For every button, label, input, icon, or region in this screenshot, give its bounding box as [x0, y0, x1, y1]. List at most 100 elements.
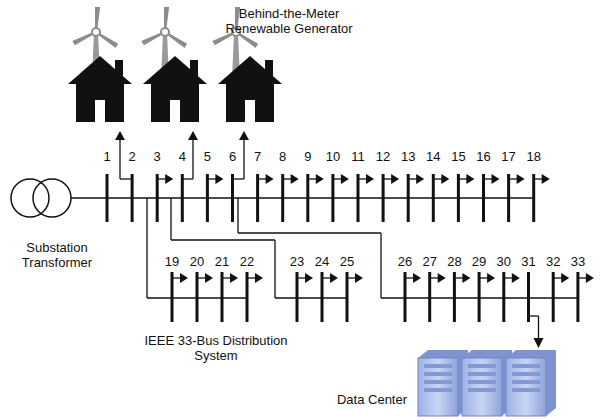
server-slot: [512, 372, 540, 376]
load-arrow: [492, 174, 500, 184]
load-arrow: [561, 273, 569, 283]
feeder-line: [380, 233, 381, 298]
feeder-line: [119, 138, 120, 179]
feeder-line: [454, 277, 463, 278]
export-arrow: [239, 131, 249, 140]
bus-number: 24: [315, 254, 329, 269]
bus-number: 32: [546, 254, 560, 269]
feeder-line: [458, 178, 467, 179]
bus-number: 31: [521, 254, 535, 269]
export-arrow: [115, 131, 125, 140]
bus-number: 14: [426, 149, 440, 164]
bus-number: 19: [165, 254, 179, 269]
feeder-line: [297, 277, 306, 278]
feeder-line: [157, 178, 166, 179]
feeder-line: [333, 178, 342, 179]
server-slot: [468, 364, 496, 368]
load-arrow: [305, 273, 313, 283]
load-arrow: [341, 174, 349, 184]
server-slot: [424, 364, 452, 368]
bus-number: 12: [376, 149, 390, 164]
load-arrow: [316, 174, 324, 184]
bus-number: 22: [240, 254, 254, 269]
feeder-line: [237, 198, 238, 233]
bus-bar: [131, 174, 134, 222]
feeder-line: [383, 178, 392, 179]
bus-number: 7: [254, 149, 261, 164]
load-arrow: [391, 174, 399, 184]
server-front: [506, 358, 546, 416]
data-center-servers: [418, 350, 556, 416]
bus-bar: [502, 272, 505, 322]
bus-number: 11: [351, 149, 365, 164]
bus-number: 25: [340, 254, 354, 269]
bus-bar: [321, 272, 324, 322]
bus-bar: [181, 174, 184, 222]
feeder-line: [146, 198, 147, 298]
bus-number: 27: [422, 254, 436, 269]
feeder-line: [238, 232, 381, 233]
bus-bar: [256, 174, 259, 222]
feeder-line: [120, 178, 132, 179]
load-arrow: [586, 273, 594, 283]
bus-bar: [407, 174, 410, 222]
feeder-line: [430, 277, 439, 278]
feeder-line: [283, 178, 292, 179]
server-slot: [468, 388, 496, 392]
load-arrow: [366, 174, 374, 184]
feeder-line: [71, 197, 533, 199]
feeder-line: [170, 198, 171, 240]
bus-bar: [246, 272, 249, 322]
bus-bar: [221, 272, 224, 322]
house: [143, 56, 207, 122]
feeder-line: [247, 277, 256, 278]
substation-transformer: [11, 179, 71, 217]
bus-bar: [457, 174, 460, 222]
load-arrow: [255, 273, 263, 283]
feeder-line: [207, 178, 216, 179]
bus-bar: [532, 174, 535, 222]
bus-bar: [482, 174, 485, 222]
feeder-line: [222, 277, 231, 278]
load-arrow: [355, 273, 363, 283]
load-arrow: [466, 174, 474, 184]
bus-bar: [281, 174, 284, 222]
bus-bar: [404, 272, 407, 322]
bus-number: 16: [476, 149, 490, 164]
turbine-hub: [161, 28, 169, 36]
bus-bar: [453, 272, 456, 322]
chimney: [190, 60, 198, 76]
feeder-line: [358, 178, 367, 179]
bus-bar: [552, 272, 555, 322]
load-arrow: [542, 174, 550, 184]
feeder-line: [197, 277, 206, 278]
bus-bar: [156, 174, 159, 222]
feeder-line: [308, 178, 317, 179]
bus-number: 21: [215, 254, 229, 269]
bus-bar: [106, 174, 109, 222]
server-slot: [512, 364, 540, 368]
feeder-line: [233, 178, 245, 179]
bus-number: 10: [326, 149, 340, 164]
load-arrow: [512, 273, 520, 283]
bus-number: 3: [154, 149, 161, 164]
load-arrow: [416, 174, 424, 184]
load-arrow: [230, 273, 238, 283]
bus-number: 1: [103, 149, 110, 164]
feeder-line: [484, 178, 493, 179]
server-case: [418, 350, 468, 416]
feeder-line: [529, 315, 539, 316]
bus-bar: [527, 272, 530, 322]
feeder-line: [578, 277, 587, 278]
server-slot: [468, 372, 496, 376]
server-case: [462, 350, 512, 416]
feeder-line: [479, 277, 488, 278]
bus-bar: [306, 174, 309, 222]
bus-number: 9: [304, 149, 311, 164]
bus-number: 26: [398, 254, 412, 269]
chimney: [265, 60, 273, 76]
bus-bar: [346, 272, 349, 322]
feeder-line: [243, 138, 244, 179]
caption-label: IEEE 33-Bus Distribution System: [141, 333, 291, 363]
